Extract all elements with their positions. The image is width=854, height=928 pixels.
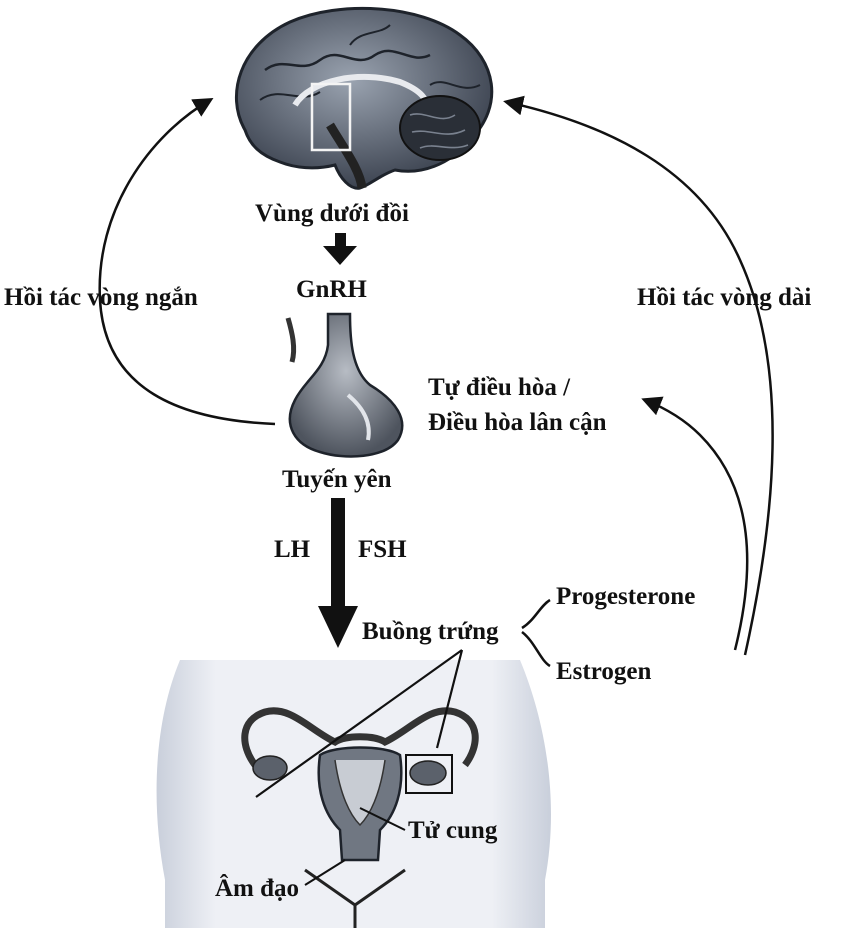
fsh-label: FSH [358,537,407,562]
progesterone-label: Progesterone [556,584,695,609]
gnrh-label: GnRH [296,277,367,302]
hypothalamus-label: Vùng dưới đồi [255,201,409,226]
autocrine-label-line1: Tự điều hòa / [428,375,570,400]
short-loop-arrow [100,100,275,424]
short-loop-label: Hồi tác vòng ngắn [4,285,198,310]
lh-label: LH [274,537,310,562]
hypothalamus-down-arrow [323,233,357,265]
long-loop-label: Hồi tác vòng dài [637,285,811,310]
estrogen-label: Estrogen [556,659,651,684]
lh-fsh-down-arrow [318,498,358,648]
vagina-label: Âm đạo [215,876,299,901]
pituitary-label: Tuyến yên [282,467,392,492]
uterus-label: Tử cung [408,818,497,843]
hormone-branch-lines [522,600,550,666]
autocrine-label-line2: Điều hòa lân cận [428,410,607,435]
autocrine-arrow [645,400,747,650]
brain-illustration [236,8,491,188]
pituitary-illustration [288,314,402,456]
ovary-label: Buồng trứng [362,619,499,644]
